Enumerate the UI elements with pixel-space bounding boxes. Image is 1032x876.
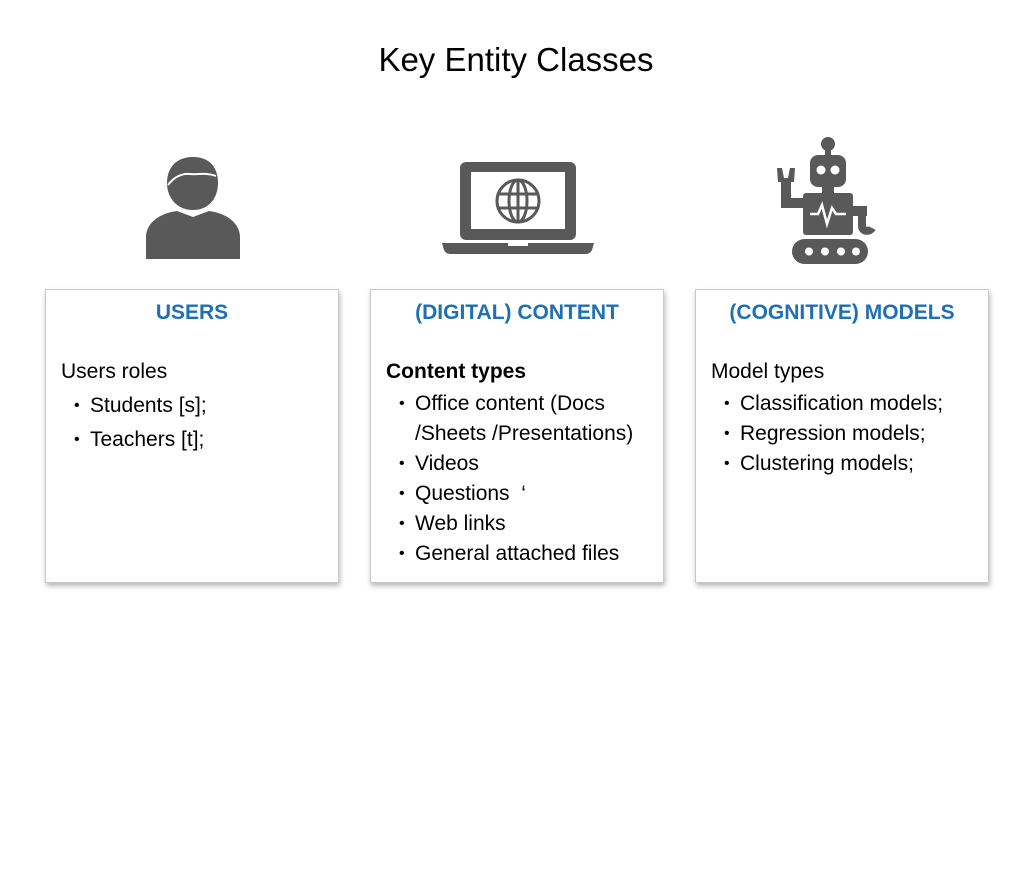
bullet-icon: • xyxy=(724,395,730,412)
list-item: •Office content (Docs /Sheets /Presentat… xyxy=(399,389,657,449)
page-title: Key Entity Classes xyxy=(378,41,654,78)
users-card-subtitle: Users roles xyxy=(61,360,168,383)
model-types-list: •Classification models; •Regression mode… xyxy=(724,389,982,479)
models-card-subtitle: Model types xyxy=(711,360,825,383)
list-item: •Classification models; xyxy=(724,389,982,419)
models-card: (COGNITIVE) MODELS Model types •Classifi… xyxy=(695,289,989,583)
list-item: •General attached files xyxy=(399,539,657,569)
list-item: •Clustering models; xyxy=(724,449,982,479)
bullet-icon: • xyxy=(399,395,405,412)
bullet-icon: • xyxy=(399,545,405,562)
list-item: •Students [s]; xyxy=(74,389,332,423)
laptop-globe-icon xyxy=(442,162,594,254)
list-item: •Teachers [t]; xyxy=(74,423,332,457)
content-types-list: •Office content (Docs /Sheets /Presentat… xyxy=(399,389,657,569)
content-card: (DIGITAL) CONTENT Content types •Office … xyxy=(370,289,664,583)
robot-icon xyxy=(776,136,878,266)
list-item: •Web links xyxy=(399,509,657,539)
bullet-icon: • xyxy=(399,515,405,532)
bullet-icon: • xyxy=(399,485,405,502)
list-item: •Regression models; xyxy=(724,419,982,449)
list-item: •Videos xyxy=(399,449,657,479)
bullet-icon: • xyxy=(724,425,730,442)
list-item: •Questions ‘ xyxy=(399,479,657,509)
users-roles-list: •Students [s]; •Teachers [t]; xyxy=(74,389,332,457)
bullet-icon: • xyxy=(724,455,730,472)
models-card-title: (COGNITIVE) MODELS xyxy=(729,301,955,324)
users-card-title: USERS xyxy=(155,301,229,324)
users-card: USERS Users roles •Students [s]; •Teache… xyxy=(45,289,339,583)
bullet-icon: • xyxy=(399,455,405,472)
bullet-icon: • xyxy=(74,397,80,414)
person-icon xyxy=(146,157,240,259)
content-card-subtitle: Content types xyxy=(386,360,527,383)
content-card-title: (DIGITAL) CONTENT xyxy=(415,301,619,324)
bullet-icon: • xyxy=(74,431,80,448)
